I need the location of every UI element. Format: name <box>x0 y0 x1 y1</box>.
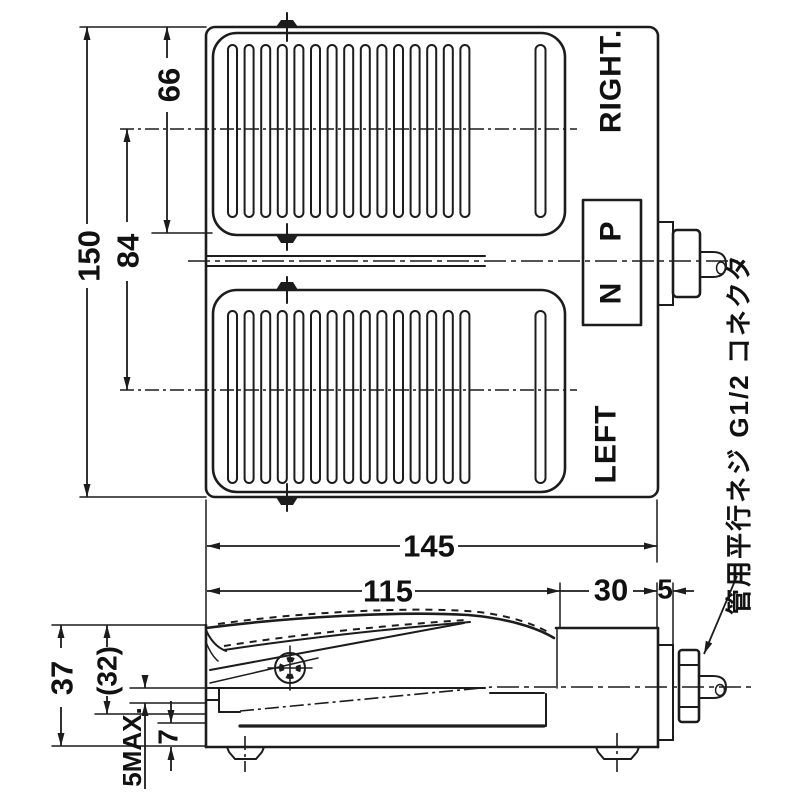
left-pedal-outline <box>211 288 567 494</box>
connector-note-leader <box>703 575 738 655</box>
vent-slot <box>459 310 471 484</box>
right-pedal-outline <box>211 31 567 237</box>
vent-slot <box>326 44 338 218</box>
pedal-underside-line <box>209 622 465 671</box>
mounting-plate <box>657 644 674 741</box>
pedal-surface-far-edge <box>223 621 471 651</box>
dim-text-pedal-pitch: 84 <box>111 233 146 268</box>
pedal-surface-far-serration <box>223 619 467 647</box>
terminal-p-label: P <box>595 220 628 241</box>
dim-text-overall-width: 145 <box>403 529 455 564</box>
dim-text-plate-thickness: 5 <box>657 574 673 605</box>
vent-slot <box>227 44 238 218</box>
pedal-front-arc <box>205 629 227 652</box>
foot <box>226 746 265 760</box>
screw-tabs <box>276 12 298 512</box>
side-view-dimensions: 37 (32) 5MAX. 7 115 30 5 <box>45 573 694 789</box>
vent-slot <box>426 44 438 218</box>
dim-text-base-height: 7 <box>153 729 184 745</box>
vent-slot <box>442 44 454 218</box>
connector-nut <box>677 648 701 724</box>
vent-slot <box>534 310 547 484</box>
terminal-n-label: N <box>595 282 628 305</box>
vent-slot <box>409 310 421 484</box>
connector-flange <box>671 228 702 299</box>
vent-slot <box>534 44 547 218</box>
dim-text-top-pedal: 66 <box>152 68 187 102</box>
connector-bracket <box>657 221 674 306</box>
connector-pin <box>699 251 728 278</box>
pedal-surface-serration <box>217 608 549 633</box>
top-view: P N RIGHT. LEFT <box>120 12 744 512</box>
vent-slot <box>276 44 288 218</box>
top-view-dimensions: 150 84 66 145 <box>72 26 658 626</box>
vent-slot <box>243 44 255 218</box>
dim-text-pedal-height: (32) <box>92 646 123 696</box>
right-pedal-label: RIGHT. <box>595 29 628 133</box>
connector-pin-tip-side <box>714 683 726 697</box>
connector-note-text: 管用平行ネジ G1/2 コネクタ <box>724 253 754 615</box>
vent-slot <box>260 310 272 484</box>
pedal-vent-slots <box>227 44 547 484</box>
vent-slot <box>293 310 305 484</box>
vent-slot <box>260 44 272 218</box>
vent-slot <box>393 310 404 484</box>
connector-top-view <box>657 221 728 306</box>
vent-slot <box>359 44 371 218</box>
connector-side-view <box>497 648 752 724</box>
vent-slot <box>343 310 355 484</box>
vent-slot <box>343 44 355 218</box>
terminal-box <box>581 198 643 327</box>
vent-slot <box>442 310 454 484</box>
dim-text-travel: 5MAX. <box>117 707 147 786</box>
vent-slot <box>310 310 321 484</box>
vent-slot <box>359 310 371 484</box>
pedal-front-arc-inner <box>205 641 219 662</box>
connector-pin-tip <box>715 261 727 275</box>
vent-slot <box>326 310 338 484</box>
datum-target-symbol <box>267 645 313 691</box>
vent-slot <box>409 44 421 218</box>
vent-slot <box>376 310 388 484</box>
pedal-surface <box>204 612 556 640</box>
dim-text-overall-length: 150 <box>72 230 107 282</box>
side-view: 管用平行ネジ G1/2 コネクタ <box>204 253 754 774</box>
dim-text-rear-section: 30 <box>594 573 628 608</box>
vent-slot <box>227 310 238 484</box>
vent-slot <box>293 44 305 218</box>
pedal-underside-line-2 <box>209 657 319 684</box>
vent-slot <box>243 310 255 484</box>
vent-slot <box>310 44 321 218</box>
vent-slot <box>459 44 471 218</box>
dim-text-pedal-length: 115 <box>363 574 413 609</box>
rubber-feet <box>226 733 640 774</box>
vent-slot <box>376 44 388 218</box>
vent-slot <box>276 310 288 484</box>
vent-slot <box>393 44 404 218</box>
left-pedal-label: LEFT <box>590 405 623 484</box>
vent-slot <box>426 310 438 484</box>
dim-text-height: 37 <box>45 661 80 695</box>
pedal-pressed-phantom <box>239 686 493 712</box>
